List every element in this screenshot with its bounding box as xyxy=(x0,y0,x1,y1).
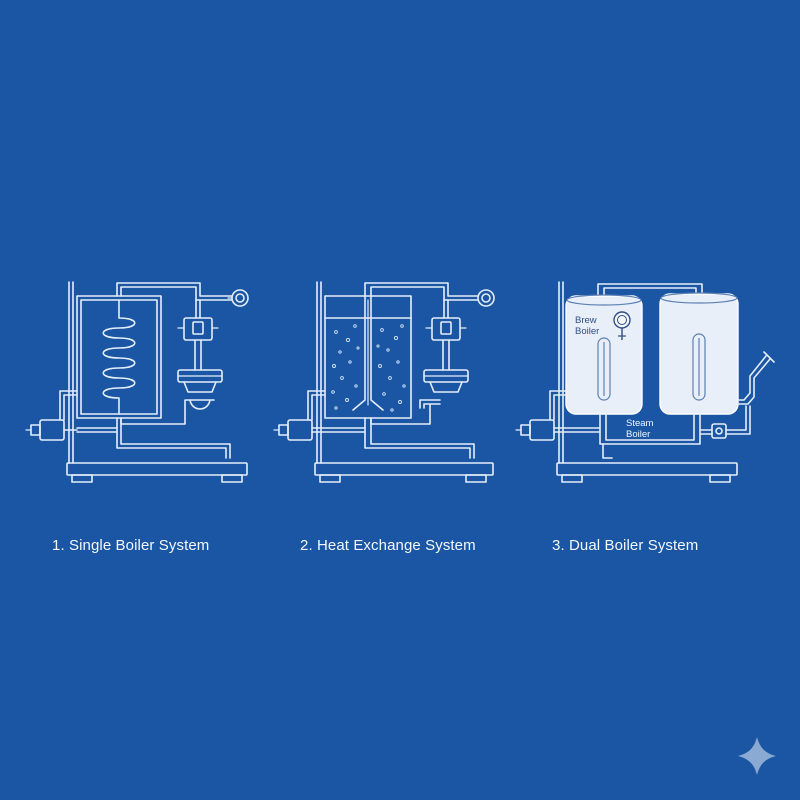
group-head xyxy=(177,369,223,393)
valve-icon xyxy=(177,317,219,341)
steam-boiler-label-line1: Steam xyxy=(626,418,654,429)
heat-exchanger-tube xyxy=(352,295,384,411)
pressure-gauge-icon xyxy=(613,311,631,340)
pump-valve-icon xyxy=(515,419,555,441)
pressure-gauge-icon xyxy=(227,289,249,307)
valve-icon xyxy=(711,423,727,439)
portafilter xyxy=(185,399,215,410)
steam-wand xyxy=(737,355,771,405)
dual-boiler-diagram: Brew Boiler Steam Boiler xyxy=(515,281,775,483)
valve-icon xyxy=(425,317,467,341)
pressure-gauge-icon xyxy=(477,289,495,307)
heating-coil xyxy=(102,299,136,415)
brew-boiler-label-line1: Brew xyxy=(575,315,597,326)
machine-frame xyxy=(68,281,74,464)
machine-base xyxy=(314,462,494,483)
group-head xyxy=(423,369,469,393)
brew-boiler xyxy=(565,294,643,415)
machine-frame xyxy=(316,281,322,464)
caption-single-boiler: 1. Single Boiler System xyxy=(52,537,210,554)
machine-base xyxy=(66,462,248,483)
machine-frame xyxy=(558,281,564,464)
single-boiler-diagram xyxy=(25,281,249,483)
heat-exchange-diagram xyxy=(273,281,495,483)
steam-boiler-label-line2: Boiler xyxy=(626,429,650,440)
steam-bubbles xyxy=(331,324,406,412)
steam-boiler xyxy=(659,292,739,415)
brew-boiler-label-line2: Boiler xyxy=(575,326,599,337)
caption-dual-boiler: 3. Dual Boiler System xyxy=(552,537,699,554)
sparkle-icon xyxy=(738,737,776,775)
caption-heat-exchange: 2. Heat Exchange System xyxy=(300,537,476,554)
pump-valve-icon xyxy=(25,419,78,441)
spout xyxy=(419,399,441,409)
machine-base xyxy=(556,462,738,483)
pump-valve-icon xyxy=(273,419,313,441)
